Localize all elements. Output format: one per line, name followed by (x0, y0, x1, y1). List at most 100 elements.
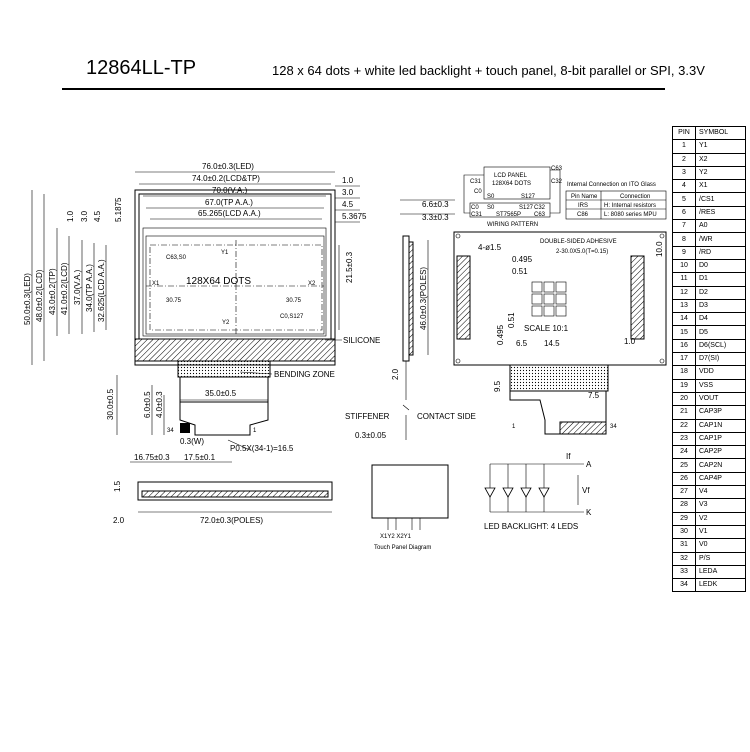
symbol-cell: D6(SCL) (695, 338, 746, 354)
offset-label: 5.1875 (114, 197, 123, 222)
scale-label: SCALE 10:1 (524, 324, 569, 333)
dim-va-height: 37.0(V.A.) (73, 269, 82, 305)
stiffener-thickness: 0.3±0.05 (355, 431, 387, 440)
drawing-label: Pin Name (571, 194, 598, 200)
pixel-detail (531, 281, 567, 317)
drawing-label: X1Y2 X2Y1 (380, 534, 412, 540)
symbol-cell: V1 (695, 524, 746, 540)
dim-lcdtp-width: 74.0±0.2(LCD&TP) (192, 174, 260, 183)
offset-label: 4.5 (93, 210, 102, 222)
dim-lcdaa-height: 32.625(LCD A.A.) (97, 259, 106, 322)
dim-tpaa-width: 67.0(TP A.A.) (205, 198, 253, 207)
symbol-cell: VDD (695, 365, 746, 380)
dim-lcd-height: 48.0±0.2(LCD) (35, 269, 44, 322)
front-view: 76.0±0.3(LED) 74.0±0.2(LCD&TP) 70.0(V.A.… (23, 162, 380, 463)
dim-led-height: 50.0±0.3(LED) (23, 273, 32, 325)
pin-cell: 29 (672, 511, 696, 526)
drawing-label: LCD PANEL (494, 173, 528, 179)
symbol-cell: D3 (695, 298, 746, 314)
table-row: 9/RD (672, 245, 746, 260)
offset-label: 1.0 (342, 176, 354, 185)
wiring-pattern: LCD PANEL 128X64 DOTS C63 C31 C0 C32 S0 … (463, 166, 563, 228)
dim-va-width: 70.0(V.A.) (212, 186, 248, 195)
half-width-label: 30.75 (166, 298, 182, 304)
ito-connection-table: Internal Connection on ITO Glass Pin Nam… (565, 182, 667, 220)
x2-label: X2 (308, 281, 316, 287)
x1-label: X1 (152, 281, 160, 287)
pitch-label: 0.51 (512, 267, 528, 276)
silicone-band (134, 338, 336, 362)
adhesive-strip (630, 255, 645, 340)
dim-tp-height: 43.0±0.2(TP) (48, 268, 57, 315)
viewing-area (145, 235, 325, 335)
model-description: 128 x 64 dots + white led backlight + to… (272, 63, 705, 78)
pin-cell: 12 (672, 285, 696, 300)
header-rule (62, 88, 665, 90)
contact-side-label: CONTACT SIDE (417, 412, 476, 421)
pin-cell: 19 (672, 378, 696, 393)
symbol-cell: D7(SI) (695, 352, 746, 367)
pad-width: 0.3(W) (180, 437, 204, 446)
symbol-cell: LEDK (695, 578, 746, 593)
dim-label: 10.0 (655, 241, 664, 257)
pin-cell: 4 (672, 179, 696, 194)
drawing-label: Vf (582, 486, 590, 495)
dim-label: 9.5 (493, 380, 502, 392)
pin-cell: 8 (672, 232, 696, 247)
symbol-cell: CAP2N (695, 458, 746, 473)
pin-cell: 13 (672, 298, 696, 314)
symbol-cell: D4 (695, 312, 746, 327)
tp-outline (142, 227, 327, 337)
symbol-cell: Y2 (695, 165, 746, 181)
drawing-label: S127 (519, 205, 534, 211)
stiffener-label: STIFFENER (345, 412, 390, 421)
offset-label: 4.5 (342, 200, 354, 209)
symbol-cell: CAP1P (695, 431, 746, 447)
offset-label: 3.0 (80, 210, 89, 222)
fpc-label: 2.0 (391, 368, 400, 380)
symbol-cell: CAP3P (695, 405, 746, 420)
table-row: 5/CS1 (672, 192, 746, 207)
thickness-label: 1.5 (113, 480, 122, 492)
model-title: 12864LL-TP (86, 57, 197, 79)
pin-1-label: 1 (512, 424, 516, 430)
symbol-cell: VSS (695, 378, 746, 393)
pin-cell: 31 (672, 538, 696, 553)
dots-label: 128X64 DOTS (186, 276, 251, 287)
drawing-label: A (586, 460, 592, 469)
pin-cell: 27 (672, 485, 696, 500)
bending-zone-label: BENDING ZONE (274, 370, 335, 379)
symbol-cell: V3 (695, 498, 746, 513)
pitch-label: P0.5X(34-1)=16.5 (230, 444, 294, 453)
drawing-label: C32 (551, 179, 563, 185)
symbol-cell: V0 (695, 538, 746, 553)
side-view: 6.6±0.3 3.3±0.3 46.0±0.3(POLES) 2.0 STIF… (345, 199, 476, 440)
drawing-label: S0 (487, 194, 495, 200)
pin-34-label: 34 (610, 424, 617, 430)
adhesive-dim: 2-30.0X5.0(T=0.15) (556, 249, 608, 255)
symbol-cell: X1 (695, 179, 746, 194)
half-width-label: 30.75 (286, 298, 302, 304)
adhesive-strip (456, 255, 471, 340)
pitch-label: 0.51 (507, 312, 516, 328)
pitch-label: 0.495 (512, 255, 533, 264)
pin-1-label: 1 (253, 428, 257, 434)
poles-width: 72.0±0.3(POLES) (200, 516, 263, 525)
